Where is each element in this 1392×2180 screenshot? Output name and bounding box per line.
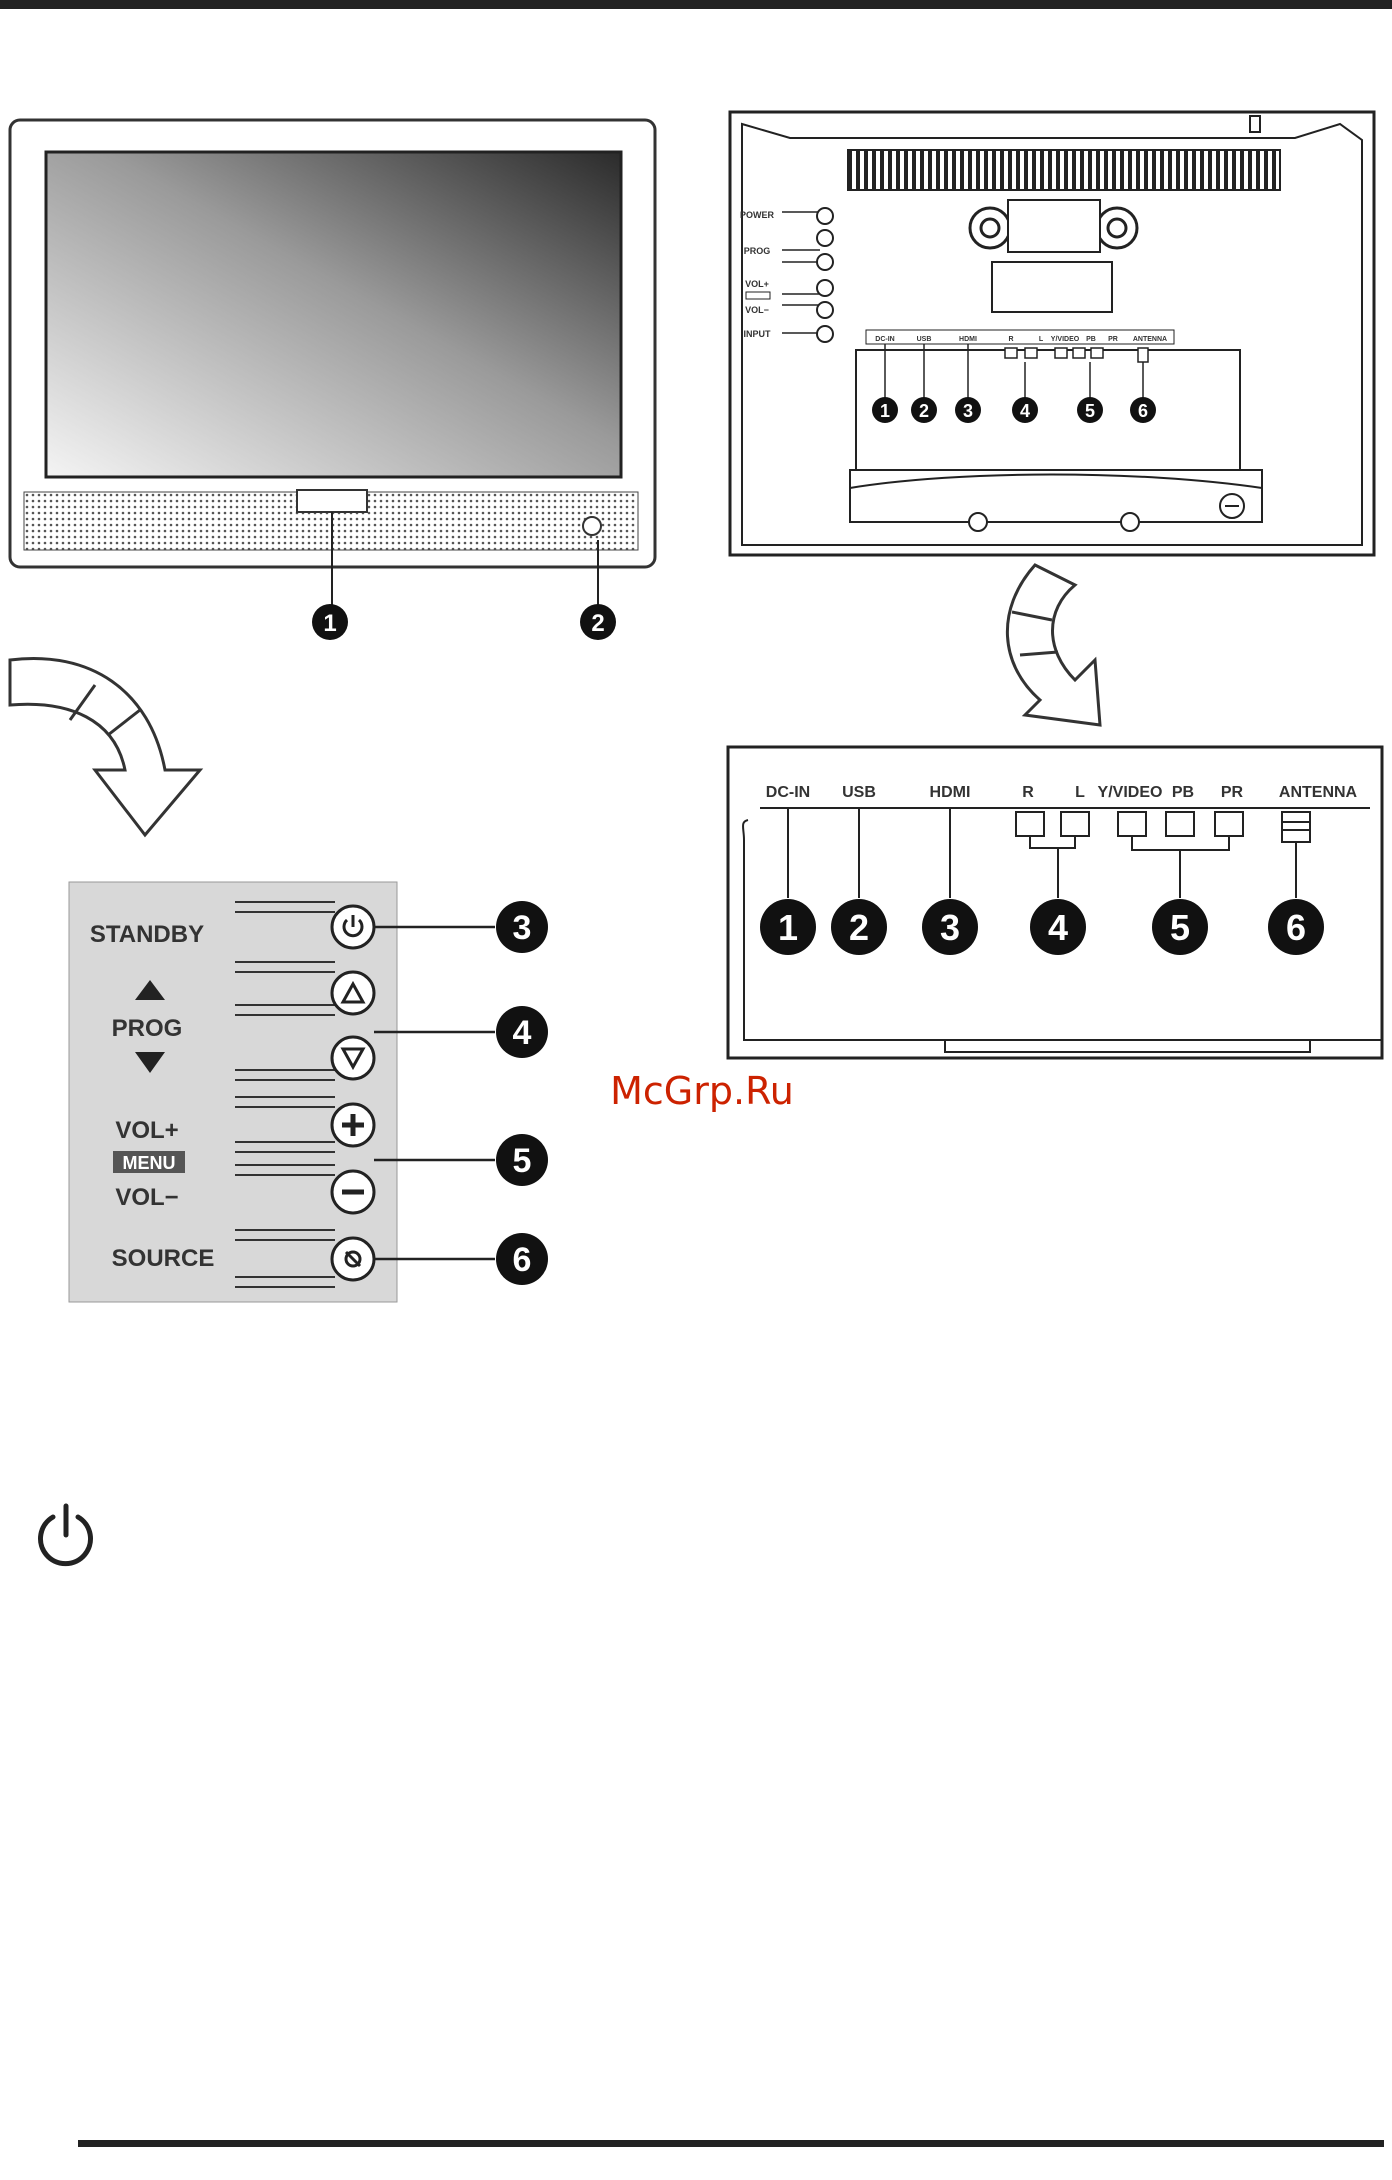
curved-arrow-right <box>1007 565 1100 725</box>
usb-label: USB <box>842 784 876 801</box>
y-video-jack <box>1118 812 1146 836</box>
svg-text:6: 6 <box>1286 907 1306 948</box>
top-rule <box>0 0 1392 9</box>
tv-screen <box>46 152 621 477</box>
svg-text:4: 4 <box>1020 401 1030 421</box>
standby-label: STANDBY <box>90 921 204 948</box>
pb-jack <box>1166 812 1194 836</box>
audio-l-jack <box>1061 812 1089 836</box>
rear-vol-minus-label: VOL− <box>745 305 769 315</box>
remote-sensor <box>583 517 601 535</box>
side-control-panel: STANDBY PROG VOL+ MENU VOL− SOURCE <box>69 882 397 1302</box>
svg-text:PR: PR <box>1108 336 1118 343</box>
l-label: L <box>1075 784 1085 801</box>
curved-arrow-left <box>10 658 200 835</box>
svg-text:5: 5 <box>513 1142 532 1180</box>
pr-jack <box>1215 812 1243 836</box>
svg-text:R: R <box>1008 336 1013 343</box>
svg-text:HDMI: HDMI <box>959 336 977 343</box>
callout-2-front: 2 <box>580 604 616 640</box>
callout-6-side: 6 <box>496 1233 548 1285</box>
pb-label: PB <box>1172 784 1194 801</box>
audio-r-jack <box>1016 812 1044 836</box>
r-label: R <box>1022 784 1034 801</box>
svg-text:4: 4 <box>1048 907 1068 948</box>
antenna-label: ANTENNA <box>1279 784 1358 801</box>
rear-vol-plus-label: VOL+ <box>745 279 769 289</box>
vol-plus-label: VOL+ <box>115 1117 178 1144</box>
svg-text:1: 1 <box>323 610 336 637</box>
svg-text:1: 1 <box>778 907 798 948</box>
svg-text:6: 6 <box>1138 401 1148 421</box>
svg-text:3: 3 <box>513 909 532 947</box>
svg-text:L: L <box>1039 336 1044 343</box>
power-icon <box>41 1506 91 1564</box>
svg-text:5: 5 <box>1170 907 1190 948</box>
antenna-jack <box>1282 812 1310 842</box>
callout-3-side: 3 <box>496 901 548 953</box>
callout-5-side: 5 <box>496 1134 548 1186</box>
svg-text:3: 3 <box>940 907 960 948</box>
prog-down-button[interactable] <box>332 1037 374 1079</box>
front-logo-plate <box>297 490 367 512</box>
pr-label: PR <box>1221 784 1244 801</box>
callout-1-front: 1 <box>312 604 348 640</box>
svg-text:DC-IN: DC-IN <box>875 336 894 343</box>
svg-text:2: 2 <box>591 610 604 637</box>
prog-up-button[interactable] <box>332 972 374 1014</box>
svg-text:Y/VIDEO: Y/VIDEO <box>1051 336 1080 343</box>
svg-text:2: 2 <box>919 401 929 421</box>
svg-text:1: 1 <box>880 401 890 421</box>
svg-text:ANTENNA: ANTENNA <box>1133 336 1167 343</box>
svg-text:USB: USB <box>917 336 932 343</box>
svg-text:5: 5 <box>1085 401 1095 421</box>
rear-input-label: INPUT <box>744 329 772 339</box>
tv-rear-view: POWER PROG VOL+ VOL− INPUT DC-IN USB HDM… <box>730 112 1374 555</box>
svg-text:PB: PB <box>1086 336 1096 343</box>
rear-vent <box>848 150 1280 190</box>
bottom-rule <box>78 2140 1384 2147</box>
svg-text:2: 2 <box>849 907 869 948</box>
prog-label: PROG <box>112 1015 183 1042</box>
y-video-label: Y/VIDEO <box>1098 784 1163 801</box>
watermark: McGrp.Ru <box>610 1069 794 1113</box>
svg-text:6: 6 <box>513 1241 532 1279</box>
dc-in-label: DC-IN <box>766 784 810 801</box>
svg-text:4: 4 <box>513 1014 532 1052</box>
vol-minus-label: VOL− <box>115 1184 178 1211</box>
menu-label: MENU <box>123 1153 176 1173</box>
svg-text:3: 3 <box>963 401 973 421</box>
connector-detail-panel: DC-IN USB HDMI R L Y/VIDEO PB PR ANTENNA <box>728 747 1382 1058</box>
callout-4-side: 4 <box>496 1006 548 1058</box>
source-label: SOURCE <box>112 1245 215 1272</box>
rear-power-label: POWER <box>740 210 775 220</box>
tv-front-view: 1 2 <box>10 120 655 640</box>
hdmi-label: HDMI <box>930 784 971 801</box>
rear-prog-label: PROG <box>744 246 771 256</box>
